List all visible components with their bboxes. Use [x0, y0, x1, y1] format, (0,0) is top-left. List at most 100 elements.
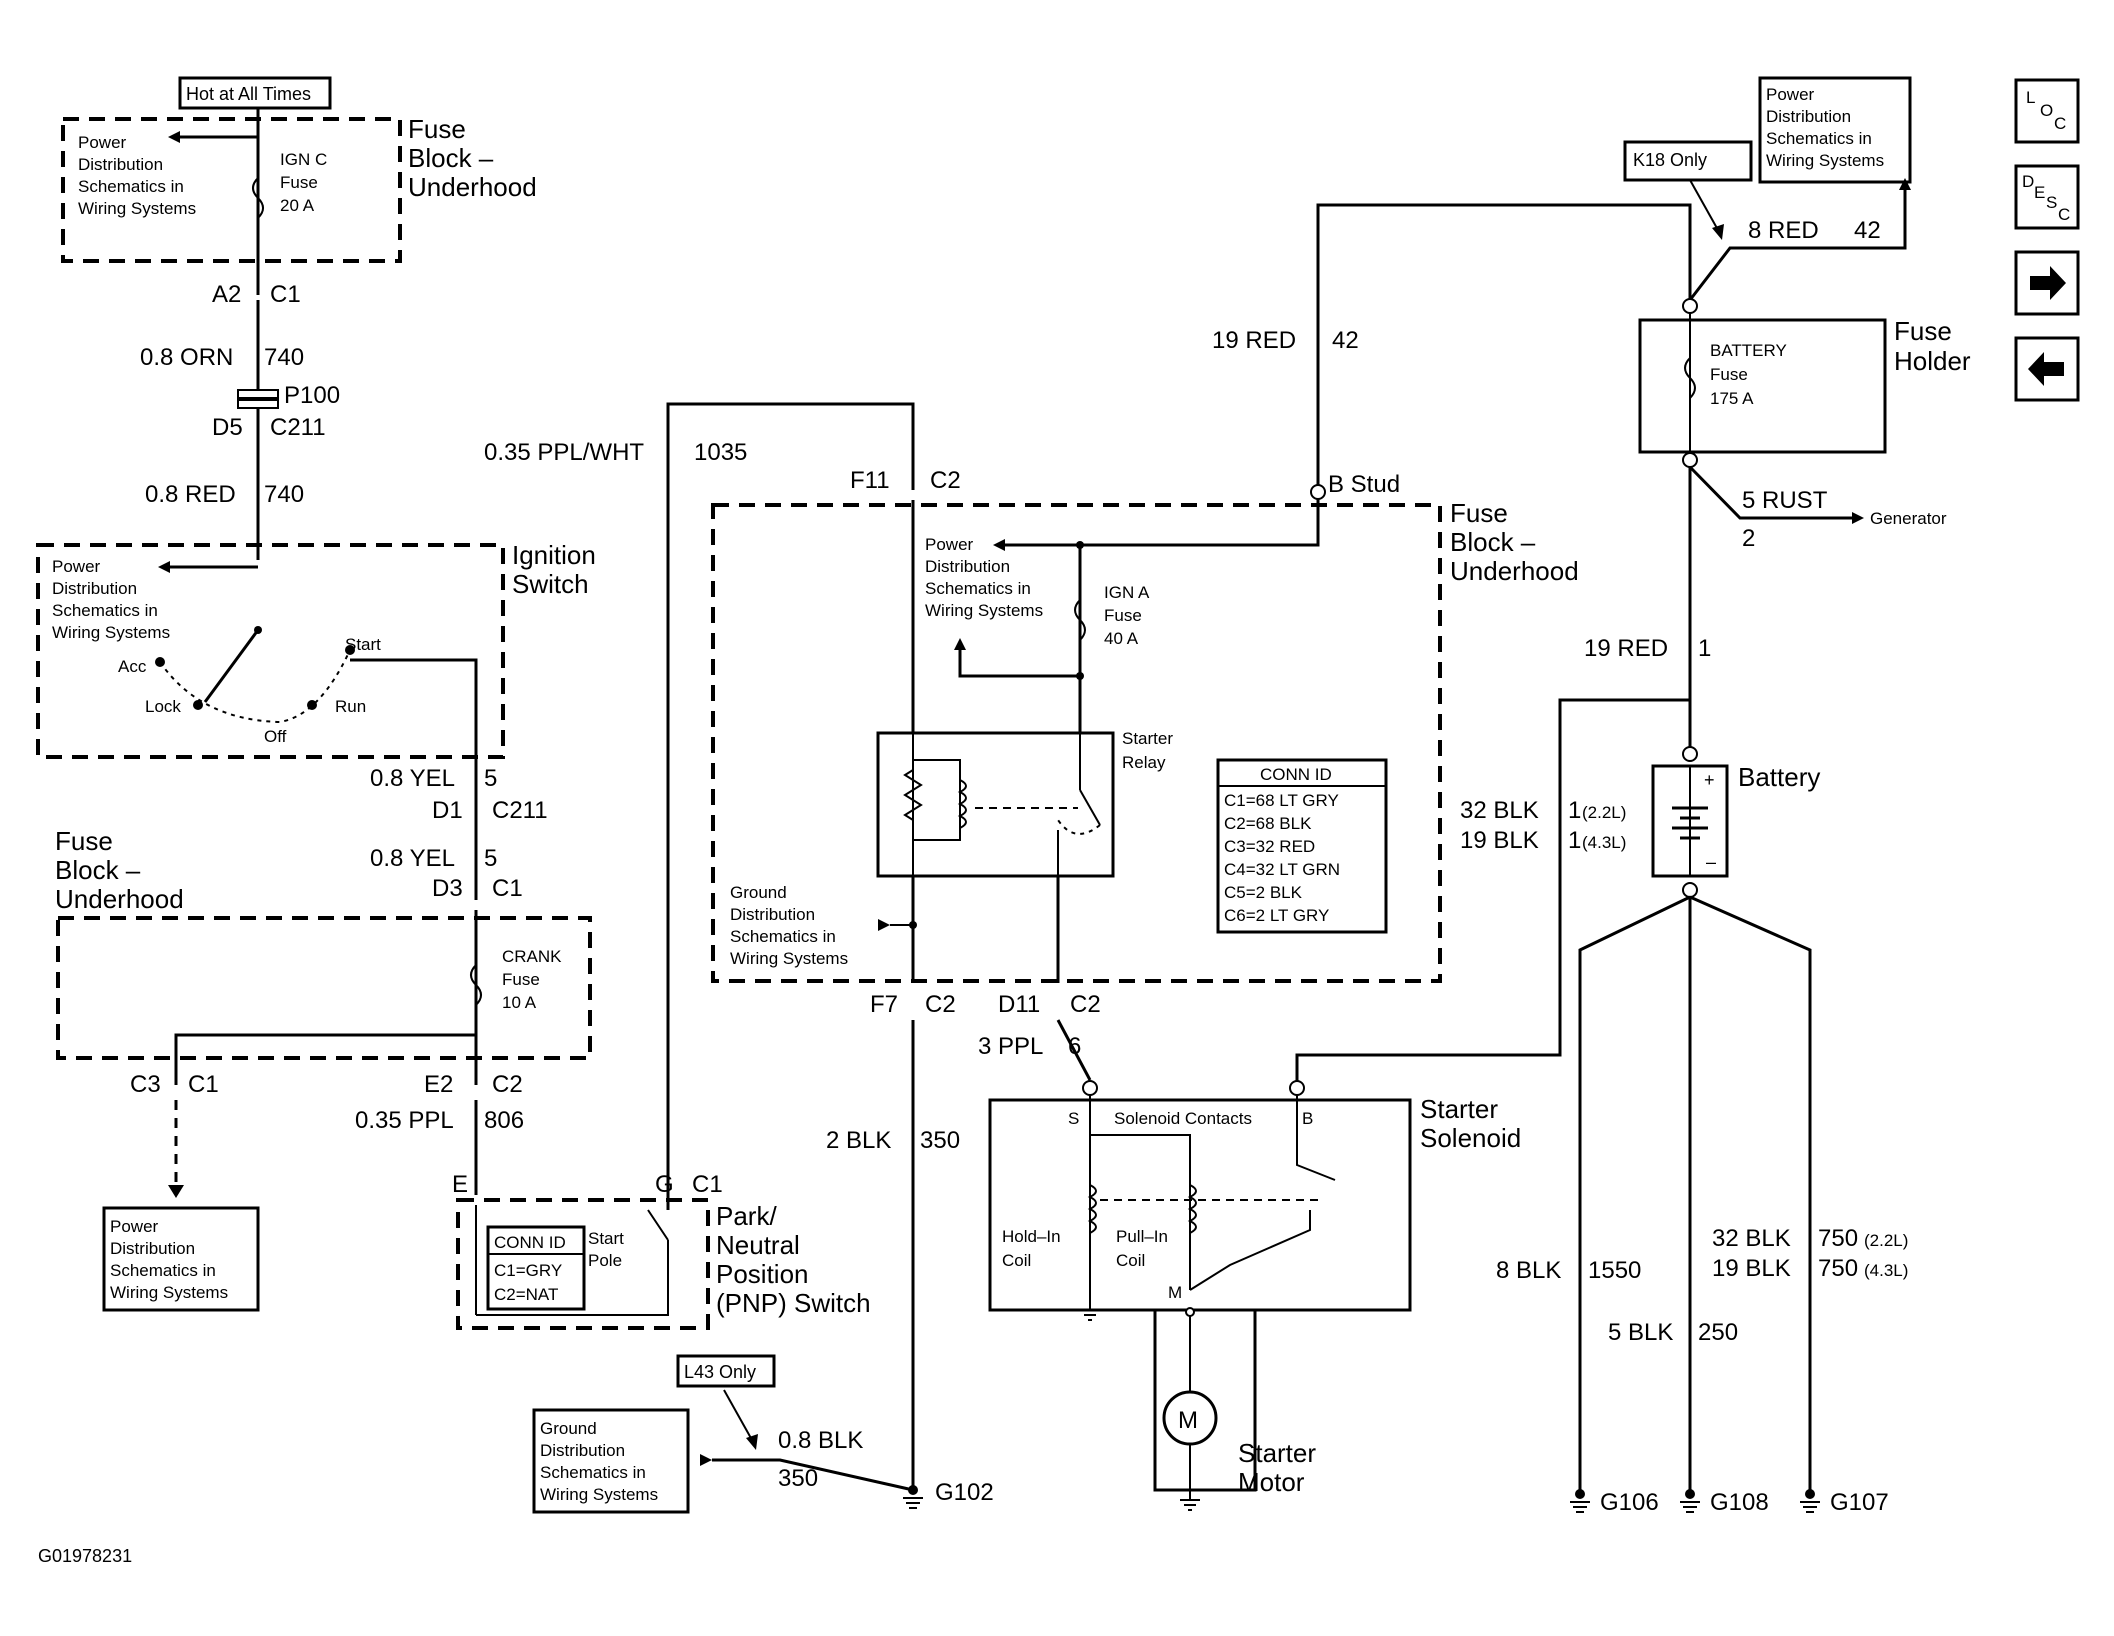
k18-only-label: K18 Only [1633, 150, 1707, 170]
wire-yel2-number: 5 [484, 845, 497, 872]
fuse-block-2-title-c: Underhood [55, 884, 184, 914]
start-pole-label-a: Start [588, 1229, 624, 1248]
crank-fuse-block: Fuse Block – Underhood CRANK Fuse 10 A C… [55, 826, 592, 1312]
wire-ppl3-number: 6 [1068, 1033, 1081, 1060]
hold-in-coil-label-a: Hold–In [1002, 1227, 1061, 1246]
ign-a-fuse-label: Fuse [1104, 606, 1142, 625]
conn-id-c6: C6=2 LT GRY [1224, 906, 1329, 925]
desc-button[interactable]: D E S C [2014, 164, 2080, 230]
loc-letter-o: O [2040, 101, 2053, 120]
nav-buttons: L O C D E S C [2014, 78, 2080, 402]
ignition-switch-title-b: Switch [512, 569, 589, 599]
solenoid-s-label: S [1068, 1109, 1079, 1128]
fuse-block-underhood-2-outline [56, 916, 592, 1060]
starter-solenoid: S Solenoid Contacts B Hold–In Coil Pull–… [988, 1080, 1521, 1321]
conn-e-label: E [452, 1171, 468, 1198]
pnp-title-b: Neutral [716, 1230, 800, 1260]
fuse-block-underhood-3-outline [711, 503, 1442, 983]
wire-blk32b-number: 750 [1818, 1225, 1858, 1252]
wire-blk08-label: 0.8 BLK [778, 1427, 863, 1454]
s-terminal [1082, 1080, 1098, 1096]
ign-to-ignition-switch-wire: A2 C1 0.8 ORN 740 P100 D5 C211 0.8 RED 7… [140, 281, 340, 560]
ign-a-rating: 40 A [1104, 629, 1139, 648]
ground-g106-label: G106 [1600, 1489, 1659, 1516]
wire-red19-number: 42 [1332, 327, 1359, 354]
k18-only-box [1623, 140, 1753, 182]
wire-blk32a-engine: (2.2L) [1582, 803, 1626, 822]
pnp-switch-outline [456, 1198, 710, 1330]
starter-motor-title-a: Starter [1238, 1438, 1316, 1468]
gd1-line-d: Wiring Systems [540, 1485, 658, 1504]
ign-c-fuse-label: Fuse [280, 173, 318, 192]
back-button[interactable] [2014, 336, 2080, 402]
forward-button[interactable] [2014, 250, 2080, 316]
power-distribution-3-box [102, 1206, 260, 1312]
conn-d1-label: D1 [432, 797, 463, 824]
wire-yel2-label: 0.8 YEL [370, 845, 455, 872]
ground-g108-label: G108 [1710, 1489, 1769, 1516]
arrow-right-icon [2030, 266, 2066, 300]
motor-symbol [1162, 1390, 1218, 1446]
wire-blk19b-label: 19 BLK [1712, 1255, 1791, 1282]
wire-orn-number: 740 [264, 344, 304, 371]
starter-relay-box [876, 731, 1115, 878]
wire-rust-number: 2 [1742, 525, 1755, 552]
pd1-line-b: Distribution [78, 155, 163, 174]
fuse-block-1-title-a: Fuse [408, 114, 466, 144]
pd1-line-d: Wiring Systems [78, 199, 196, 218]
splice-p100-label: P100 [284, 382, 340, 409]
fuse-holder-box [1638, 318, 1887, 454]
wire-blk19a-label: 19 BLK [1460, 827, 1539, 854]
wire-yel1-label: 0.8 YEL [370, 765, 455, 792]
yellow-wire-run: 0.8 YEL 5 D1 C211 0.8 YEL 5 D3 C1 [370, 765, 548, 902]
fuse-block-underhood-1-outline [61, 117, 402, 263]
conn-c211-label-b: C211 [492, 797, 548, 824]
pd2-line-c: Schematics in [52, 601, 158, 620]
ppl-wht-wire: 0.35 PPL/WHT 1035 F11 C2 [484, 439, 961, 494]
starter-relay-title-b: Relay [1122, 753, 1166, 772]
pd3-line-d: Wiring Systems [110, 1283, 228, 1302]
ignition-switch: Power Distribution Schematics in Wiring … [36, 540, 596, 900]
wire-rust-label: 5 RUST [1742, 487, 1828, 514]
conn-id-c2: C2=68 BLK [1224, 814, 1312, 833]
pnp-title-d: (PNP) Switch [716, 1288, 871, 1318]
starter-motor-title-b: Motor [1238, 1467, 1305, 1497]
pull-in-coil-label-b: Coil [1116, 1251, 1145, 1270]
conn-d11-label: D11 [998, 991, 1040, 1018]
gd2-line-c: Schematics in [730, 927, 836, 946]
conn-id-c1: C1=68 LT GRY [1224, 791, 1339, 810]
pnp-conn-id-box [486, 1225, 586, 1311]
starter-solenoid-title-b: Solenoid [1420, 1123, 1521, 1153]
wire-red8-label: 8 RED [1748, 217, 1819, 244]
arrow-left-icon [2028, 352, 2064, 386]
battery-grounds: 8 BLK 1550 5 BLK 250 32 BLK 750 (2.2L) 1… [1496, 895, 1908, 1516]
pd5-line-d: Wiring Systems [1766, 151, 1884, 170]
wire-yel1-number: 5 [484, 765, 497, 792]
fuse-block-conn-id-box [1216, 758, 1388, 934]
ground-g102-label: G102 [935, 1479, 994, 1506]
ignition-lock-label: Lock [145, 697, 181, 716]
solenoid-contacts-label: Solenoid Contacts [1114, 1109, 1252, 1128]
gd2-line-a: Ground [730, 883, 787, 902]
crank-fuse-label: Fuse [502, 970, 540, 989]
figure-id: G01978231 [38, 1546, 132, 1566]
fuse-block-3-title-b: Block – [1450, 527, 1536, 557]
wire-blk32a-number: 1 [1568, 797, 1581, 824]
hold-in-coil-label-b: Coil [1002, 1251, 1031, 1270]
wire-blk32b-engine: (2.2L) [1864, 1231, 1908, 1250]
wire-ppl806-number: 806 [484, 1107, 524, 1134]
wire-ppl3-label: 3 PPL [978, 1033, 1043, 1060]
fuse-block-2-title-b: Block – [55, 855, 141, 885]
loc-button[interactable]: L O C [2014, 78, 2080, 144]
wire-blk08-number: 350 [778, 1465, 818, 1492]
pnp-conn-c2: C2=NAT [494, 1285, 558, 1304]
pnp-title-a: Park/ [716, 1201, 777, 1231]
conn-c1-label-b: C1 [492, 875, 523, 902]
b-stud-label: B Stud [1328, 471, 1400, 498]
wire-blk19b-engine: (4.3L) [1864, 1261, 1908, 1280]
conn-id-title: CONN ID [1260, 765, 1332, 784]
splice-p100 [237, 389, 279, 399]
ground-distribution-1-box [532, 1408, 690, 1514]
conn-c2-label-b: C2 [930, 467, 961, 494]
crank-label: CRANK [502, 947, 562, 966]
